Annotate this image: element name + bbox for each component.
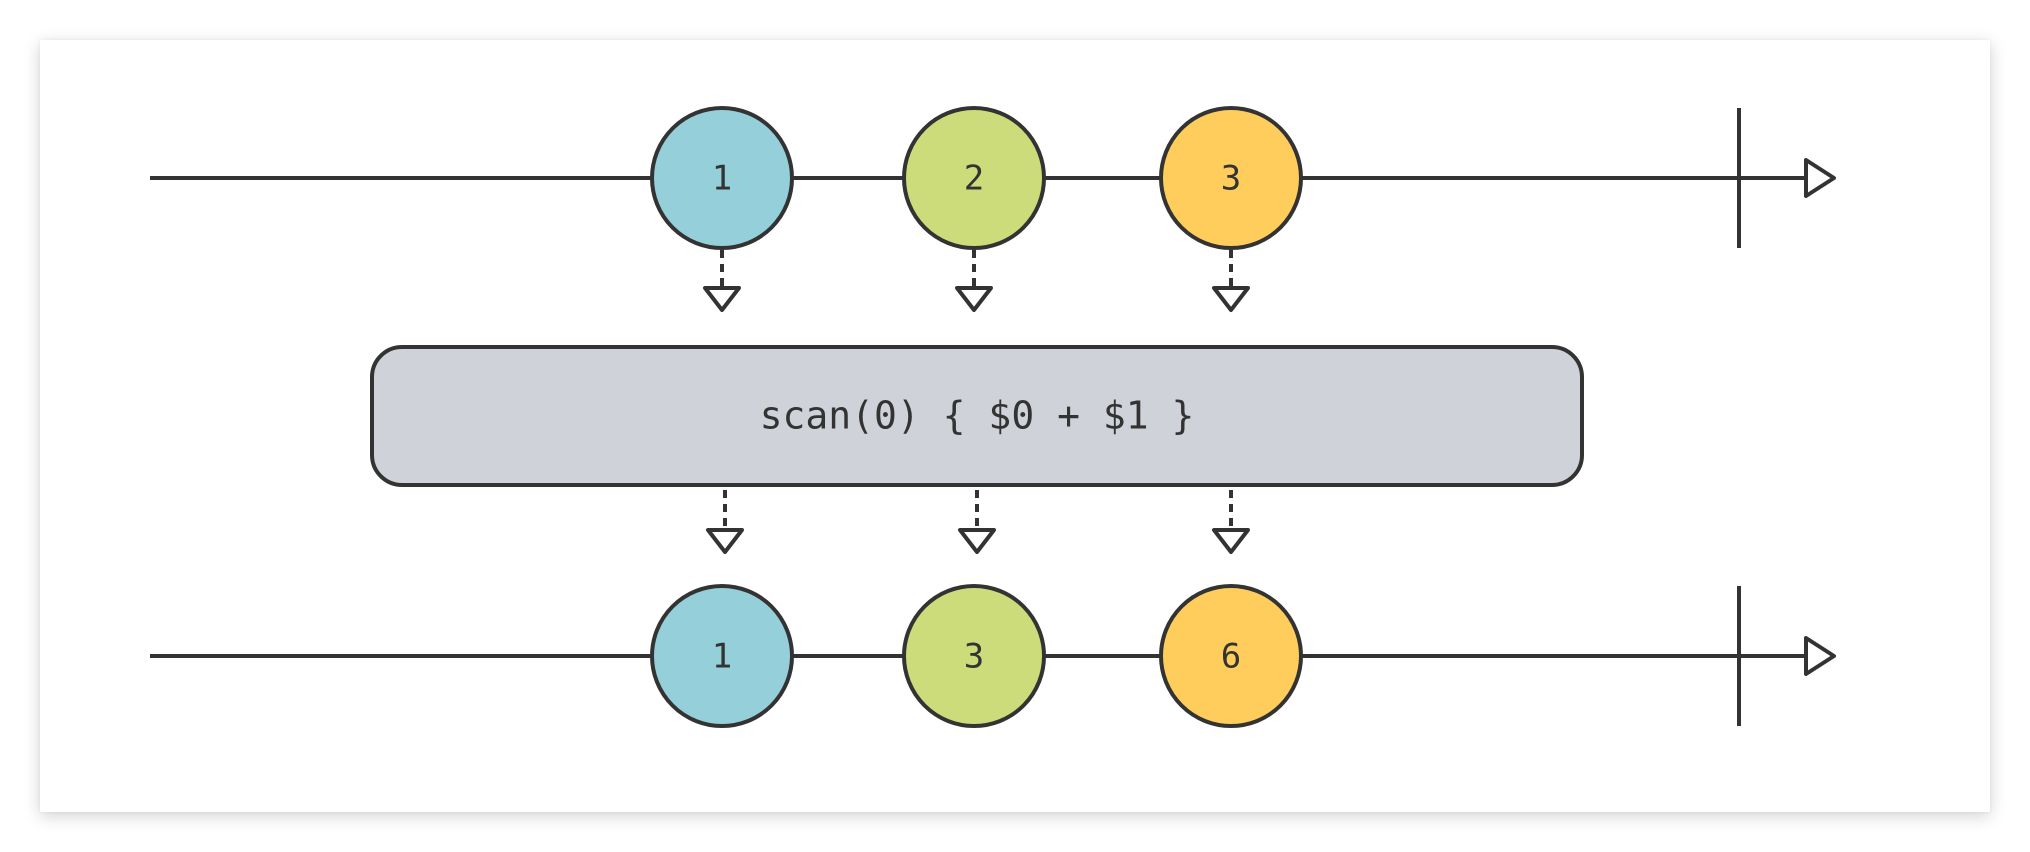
- output-emission-arrow-icon-3: [1212, 528, 1250, 554]
- output-emission-arrow-icon-1: [706, 528, 744, 554]
- output-marble-1-circle: [650, 584, 794, 728]
- operator-box: scan(0) { $0 + $1 }: [370, 345, 1584, 487]
- output-marble-3: 6: [1159, 584, 1303, 728]
- input-marble-2-label: 2: [964, 159, 984, 199]
- input-emission-arrow-icon-3: [1212, 286, 1250, 312]
- input-emission-arrow-icon-2: [955, 286, 993, 312]
- output-marble-1-label: 1: [712, 637, 732, 677]
- output-marble-3-label: 6: [1221, 637, 1241, 677]
- input-marble-1-label: 1: [712, 159, 732, 199]
- input-marbles: 1 2 3: [650, 106, 1303, 250]
- input-marble-3-circle: [1159, 106, 1303, 250]
- output-timeline-arrow-icon: [1804, 636, 1836, 676]
- input-marble-2-circle: [902, 106, 1046, 250]
- output-emission-arrows: [706, 490, 1250, 554]
- input-marble-1-circle: [650, 106, 794, 250]
- input-marble-1: 1: [650, 106, 794, 250]
- operator-label: scan(0) { $0 + $1 }: [760, 394, 1195, 438]
- input-emission-arrows: [703, 250, 1250, 312]
- output-marble-1: 1: [650, 584, 794, 728]
- input-marble-2: 2: [902, 106, 1046, 250]
- input-timeline-arrow-icon: [1804, 158, 1836, 198]
- output-marble-2: 3: [902, 584, 1046, 728]
- output-marble-2-label: 3: [964, 637, 984, 677]
- output-marble-3-circle: [1159, 584, 1303, 728]
- output-marble-2-circle: [902, 584, 1046, 728]
- input-emission-arrow-icon-1: [703, 286, 741, 312]
- operator-box-shape: [370, 345, 1584, 487]
- input-marble-3-label: 3: [1221, 159, 1241, 199]
- input-marble-3: 3: [1159, 106, 1303, 250]
- output-emission-arrow-icon-2: [958, 528, 996, 554]
- output-marbles: 1 3 6: [650, 584, 1303, 728]
